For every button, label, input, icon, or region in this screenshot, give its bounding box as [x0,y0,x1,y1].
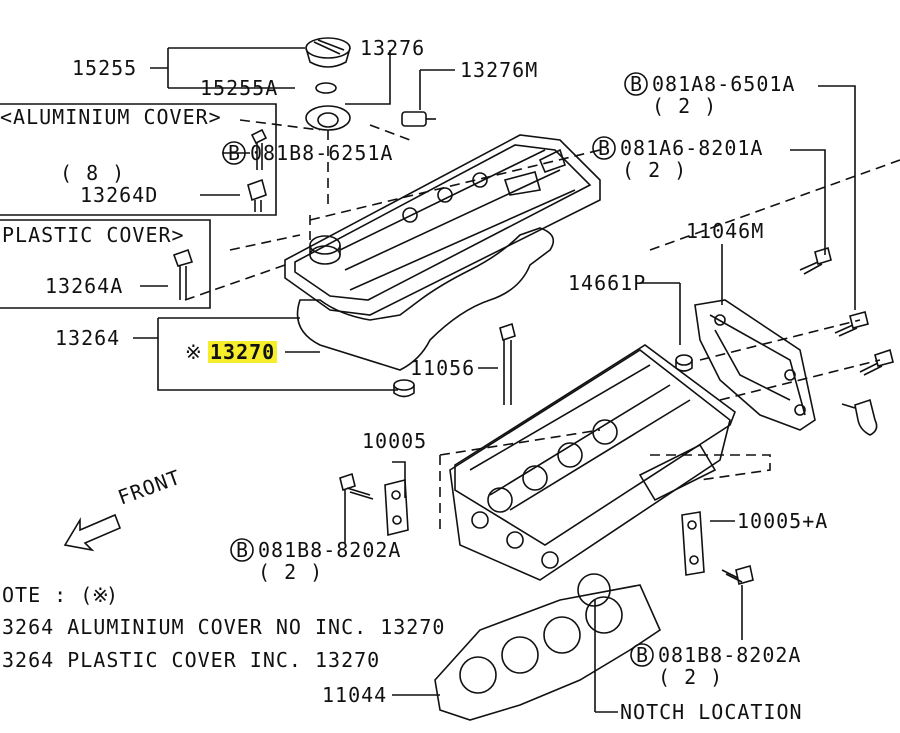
leader-081a8-6501a [818,85,856,310]
label-081b8-6251a: 081B8-6251A [250,141,394,165]
oil-cap-drawing [305,37,351,94]
label-aluminium-cover: <ALUMINIUM COVER> [0,105,222,129]
label-10005: 10005 [362,429,428,453]
circle-b-letter: B [228,141,242,165]
gasket-10005-drawing [339,472,409,537]
leader-15255 [150,47,305,89]
label-13270: 13270 [208,340,278,364]
label-10005a: 10005+A [737,509,829,533]
leader-13264 [133,317,398,391]
note-heading: OTE : ( [2,583,94,607]
label-13276m: 13276M [460,58,539,82]
label-081b8-8202a-right: 081B8-8202A [658,643,802,667]
plastic-box [0,219,211,309]
rear-cover-drawing [694,299,816,431]
label-11056: 11056 [410,356,476,380]
label-qty-2: ( 2 ) [658,665,724,689]
label-13264: 13264 [55,326,121,350]
front-arrow-drawing [63,513,122,552]
bolt-081b8-6251a-drawing [250,128,268,170]
label-15255: 15255 [72,56,138,80]
grommet-drawing [393,379,415,398]
label-notch-location: NOTCH LOCATION [620,700,803,724]
circle-b-1 [222,141,246,165]
leader-14661p [640,282,681,345]
gasket-10005a-drawing [681,511,754,586]
label-qty-8: ( 8 ) [60,161,126,185]
aluminium-box [0,103,277,216]
circle-b-4 [230,538,254,562]
label-qty-2: ( 2 ) [258,560,324,584]
breather-drawing [305,105,351,131]
label-081a6-8201a: 081A6-8201A [620,136,764,160]
bolt-13264a-drawing [172,248,194,300]
note-line-1: 3264 ALUMINIUM COVER NO INC. 13270 [2,615,446,639]
note-line-2: 3264 PLASTIC COVER INC. 13270 [2,648,381,672]
label-13264a: 13264A [45,274,124,298]
rocker-cover-drawing [284,134,601,316]
gasket-drawing [296,227,555,371]
label-15255a: 15255A [200,76,279,100]
bolt-11056-drawing [499,322,516,405]
note-close: ) [106,583,120,607]
note-symbol: ※ [92,583,110,607]
label-11046m: 11046M [686,219,765,243]
circle-b-3 [592,136,616,160]
nut-13264d-drawing [247,178,267,212]
bolts-081a6-drawing [799,246,894,436]
label-081a8-6501a: 081A8-6501A [652,72,796,96]
circle-b-letter: B [636,643,650,667]
label-qty-2: ( 2 ) [622,158,688,182]
circle-b-letter: B [630,72,644,96]
label-13276: 13276 [360,36,426,60]
label-14661p: 14661P [568,271,647,295]
label-13270-mark: ※ [185,340,203,364]
sensor-drawing [401,111,436,127]
leader-13276 [345,50,391,105]
circle-b-2 [624,72,648,96]
label-11044: 11044 [322,683,388,707]
leader-notch [594,600,618,713]
cylinder-head-drawing [449,344,736,581]
circle-b-5 [630,643,654,667]
head-gasket-drawing [434,573,662,721]
label-plastic-cover: PLASTIC COVER> [2,223,185,247]
label-081b8-8202a-left: 081B8-8202A [258,538,402,562]
circle-b-letter: B [598,136,612,160]
leader-081a6-8201a [790,149,826,255]
circle-b-letter: B [236,538,250,562]
label-13264d: 13264D [80,183,159,207]
label-qty-2: ( 2 ) [652,94,718,118]
leader-13276m [419,69,455,110]
